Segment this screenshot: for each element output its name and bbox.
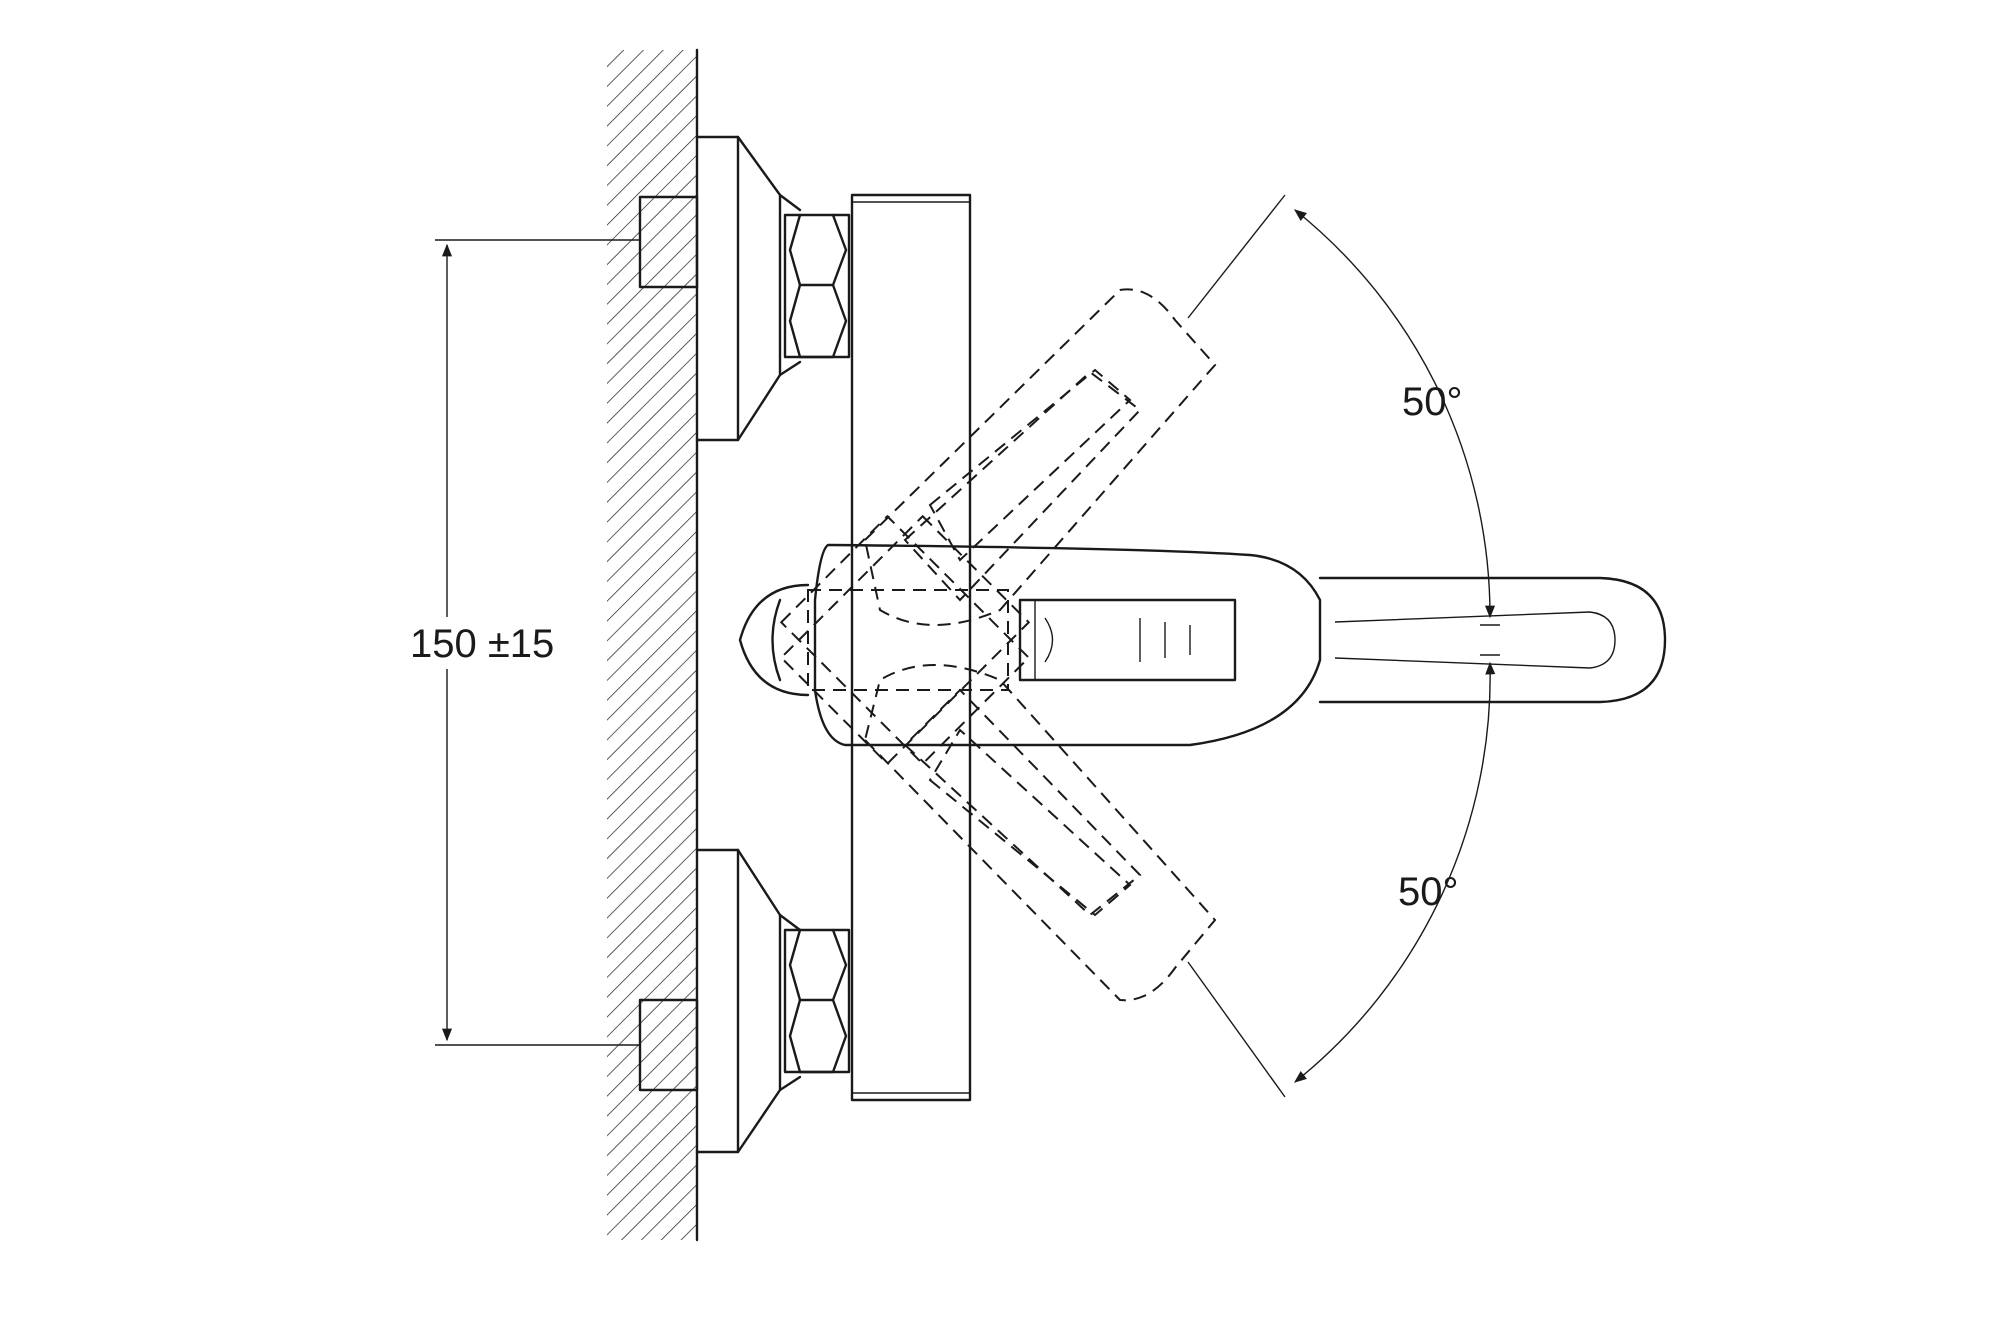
lower-eccentric-connector — [638, 848, 802, 1154]
upper-nut — [783, 213, 851, 359]
lower-nut — [783, 928, 851, 1074]
angle-dimension: 50° 50° — [1187, 194, 1500, 1098]
spacing-dimension-label: 150 ±15 — [410, 622, 554, 666]
angle-lower-label: 50° — [1398, 870, 1459, 914]
upper-eccentric-connector — [638, 135, 802, 442]
handle-upper-position-dashed — [863, 288, 1217, 626]
lever-handle — [738, 543, 1667, 747]
handle-lower-position-dashed — [863, 664, 1217, 1002]
handle-hub-dashed — [779, 514, 1031, 766]
dimension-150: 150 ±15 — [403, 239, 640, 1046]
angle-upper-label: 50° — [1402, 380, 1463, 424]
mixer-body — [850, 193, 972, 1102]
wall-hatching — [607, 48, 699, 1242]
